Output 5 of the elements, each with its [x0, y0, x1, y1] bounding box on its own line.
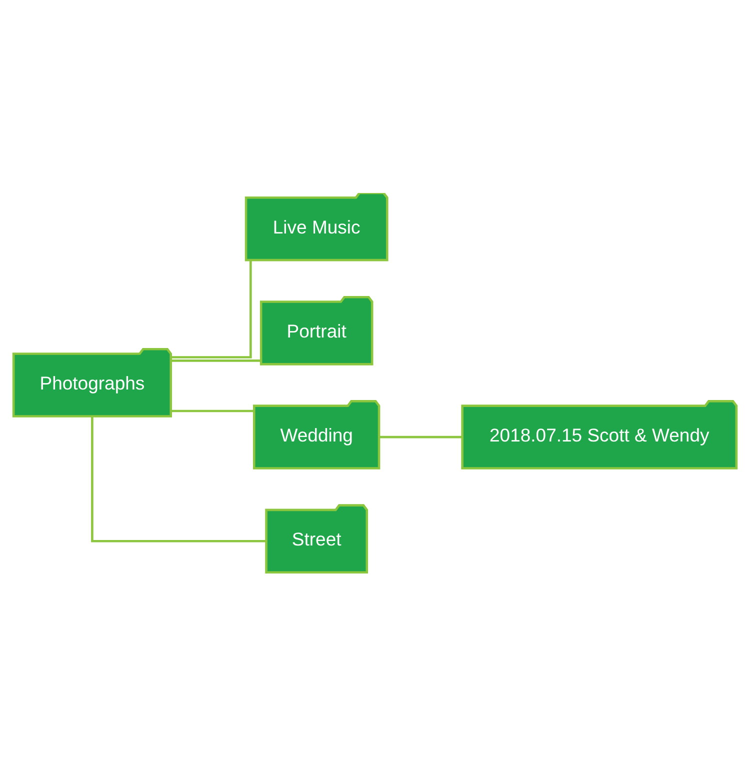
connector [170, 260, 252, 358]
connector [379, 436, 462, 438]
connector [91, 416, 266, 542]
connector [171, 410, 254, 412]
connector [171, 360, 261, 362]
